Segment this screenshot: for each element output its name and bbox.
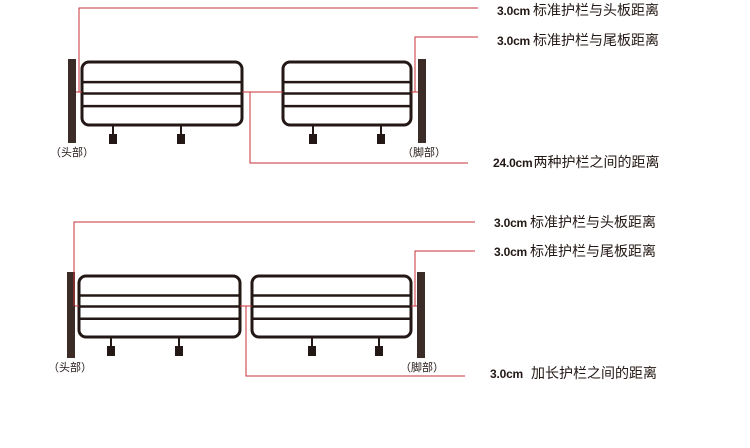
d2-extended-rail-leg-foot-1 (308, 346, 316, 356)
d1-standard-rail-leg-foot-1 (109, 134, 117, 144)
d1-extended-rail-leg-foot-1 (309, 134, 317, 144)
d2-headboard-post (67, 272, 75, 358)
d2-leader-foot (414, 250, 475, 306)
d2-footboard-post (417, 272, 425, 358)
d1-callout-between: 24.0cm两种护栏之间的距离 (493, 152, 660, 172)
d1-foot-label: （脚部） (402, 146, 446, 159)
d2-callout-head-value: 3.0cm (494, 216, 528, 230)
d1-standard-rail-leg-foot-2 (177, 134, 185, 144)
d2-callout-between-value: 3.0cm (490, 367, 524, 381)
d2-callout-foot-text: 标准护栏与尾板距离 (530, 244, 657, 260)
d2-head-label: （头部） (48, 361, 92, 374)
d1-head-label: （头部） (50, 146, 94, 159)
d1-leader-head (78, 7, 478, 92)
d1-callout-head-value: 3.0cm (497, 4, 531, 18)
d1-callout-foot-text: 标准护栏与尾板距离 (533, 33, 660, 49)
d1-callout-foot-value: 3.0cm (497, 34, 531, 48)
d2-foot-label: （脚部） (400, 361, 444, 374)
d1-extended-rail-leg-foot-2 (377, 134, 385, 144)
d1-leader-foot (414, 36, 478, 92)
d2-leader-head (73, 221, 475, 306)
d1-callout-between-text: 两种护栏之间的距离 (533, 155, 660, 171)
d2-callout-between-text: 加长护栏之间的距离 (531, 366, 658, 382)
d2-callout-head-text: 标准护栏与头板距离 (530, 215, 657, 231)
d2-leader-between (245, 306, 465, 377)
d2-callout-foot-value: 3.0cm (494, 245, 528, 259)
d1-callout-head-text: 标准护栏与头板距离 (533, 3, 660, 19)
d2-standard-rail-leg-foot-2 (175, 346, 183, 356)
d1-callout-between-value: 24.0cm (493, 156, 533, 170)
d1-leader-between (249, 92, 468, 164)
d2-standard-rail-leg-foot-1 (107, 346, 115, 356)
d2-callout-between: 3.0cm 加长护栏之间的距离 (490, 363, 657, 383)
d2-extended-rail-leg-foot-2 (375, 346, 383, 356)
d1-headboard-post (68, 59, 76, 143)
d1-footboard-post (418, 59, 426, 143)
